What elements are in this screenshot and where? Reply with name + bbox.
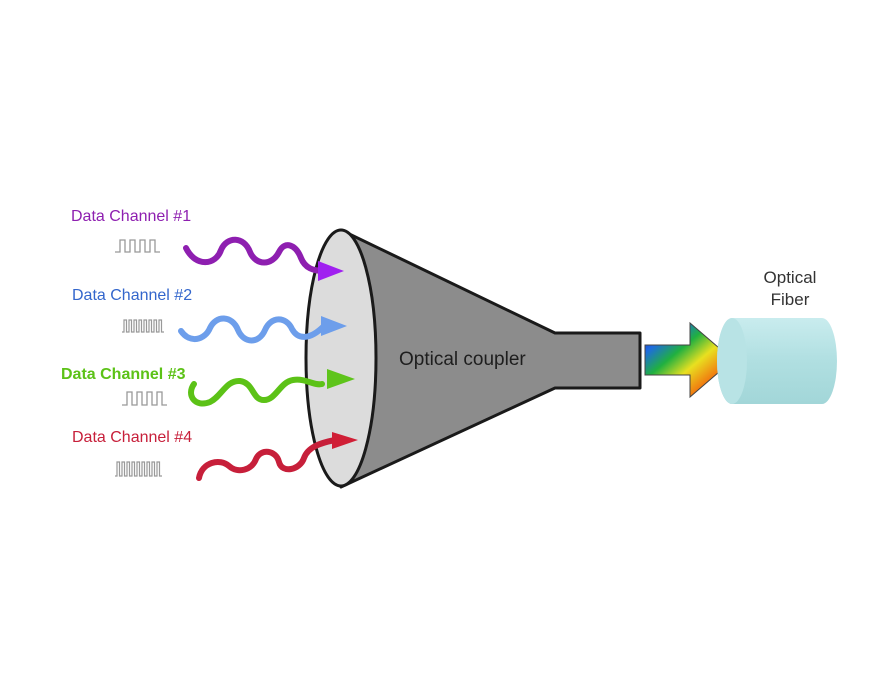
fiber-label: Optical Fiber [742,267,838,311]
channel-1-label: Data Channel #1 [71,208,192,225]
channel-2-label: Data Channel #2 [72,287,193,304]
channel-3-arrowhead [327,369,355,389]
channel-4-label: Data Channel #4 [72,429,193,446]
channel-2-arrowhead [321,316,347,336]
channel-1-wave [183,236,327,274]
channel-3-signal [122,369,355,407]
combined-signal-arrow [644,321,734,399]
coupler-mouth [304,228,378,488]
fiber-label-line-1: Optical [763,268,817,287]
channel-4-wave [196,437,338,481]
channel-1-signal [115,236,344,281]
channel-4-arrowhead [332,432,358,449]
channel-3-wave [188,376,325,407]
fiber-end-face [717,318,747,404]
channel-4-signal [115,432,358,481]
fiber-body [717,318,837,404]
channel-3-label: Data Channel #3 [61,366,186,383]
coupler-label: Optical coupler [399,349,526,370]
optical-fiber [717,318,837,404]
square-wave-icon [122,391,167,406]
square-wave-icon [115,239,160,253]
channel-2-wave [178,315,327,344]
channel-1-arrowhead [318,261,344,281]
channel-2-signal [122,315,347,344]
square-wave-icon [122,319,164,333]
square-wave-icon [115,461,162,477]
fiber-label-line-2: Fiber [770,290,810,309]
optical-coupler [304,228,642,489]
